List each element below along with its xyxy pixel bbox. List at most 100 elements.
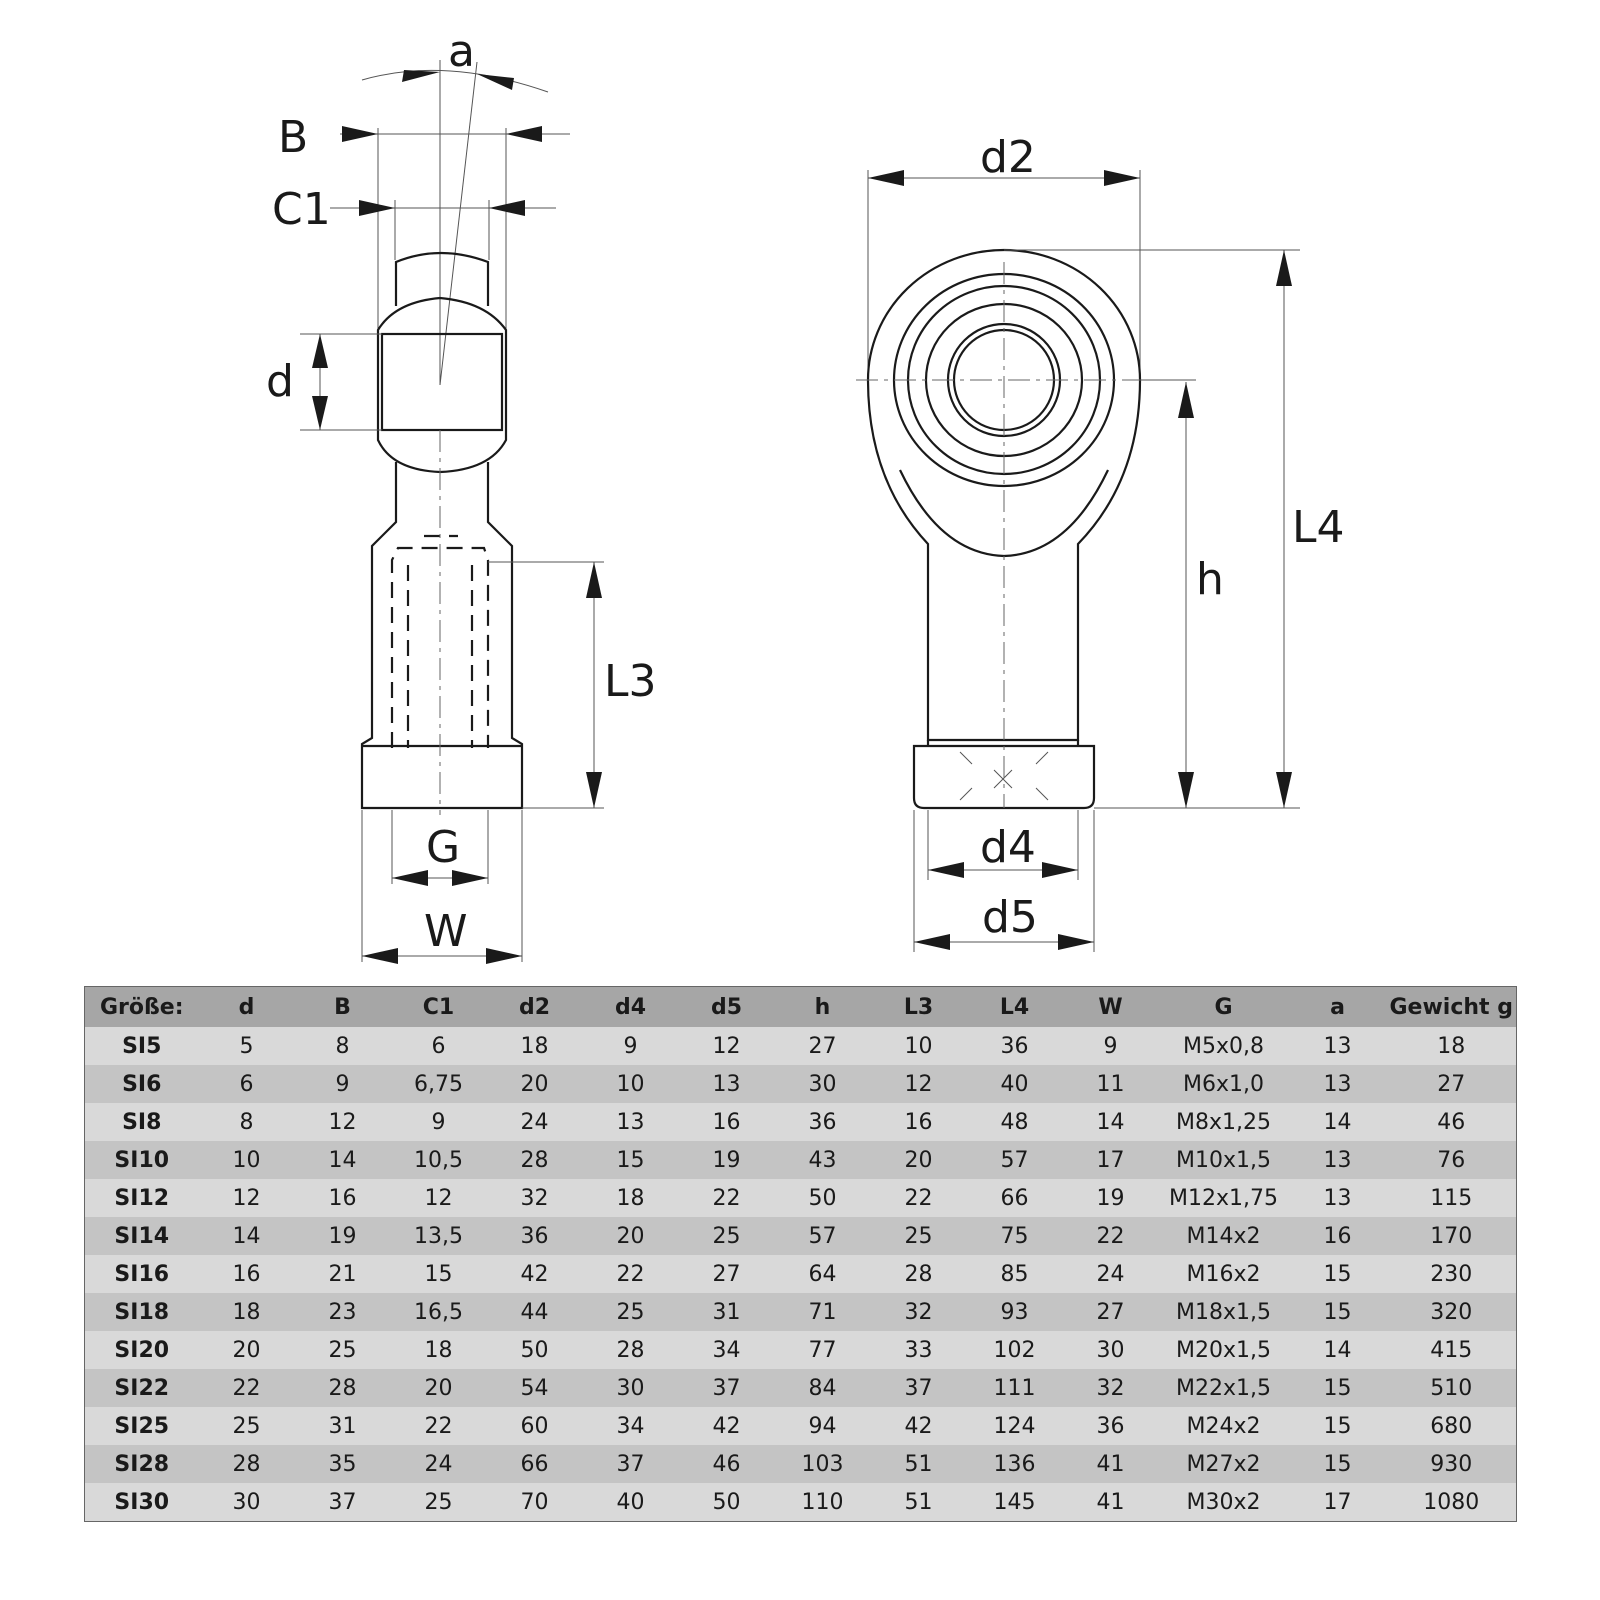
table-cell: 41: [1062, 1483, 1159, 1522]
table-cell: 33: [870, 1331, 967, 1369]
table-cell: M14x2: [1158, 1217, 1289, 1255]
table-cell: 10: [582, 1065, 679, 1103]
table-cell: 22: [582, 1255, 679, 1293]
table-cell: 6: [390, 1027, 487, 1065]
table-cell: 12: [294, 1103, 391, 1141]
table-cell: 6: [198, 1065, 295, 1103]
table-cell: 25: [390, 1483, 487, 1522]
table-cell: 15: [390, 1255, 487, 1293]
table-cell: 930: [1386, 1445, 1517, 1483]
table-cell: 94: [774, 1407, 871, 1445]
label-d2: d2: [980, 132, 1036, 183]
table-cell: 10: [198, 1141, 295, 1179]
front-view: d2 h L4 d4 d5: [856, 132, 1345, 952]
table-cell: M24x2: [1158, 1407, 1289, 1445]
table-cell: 50: [486, 1331, 583, 1369]
table-cell-size: SI20: [84, 1331, 199, 1369]
header-B: B: [294, 986, 391, 1027]
label-L3: L3: [604, 656, 657, 707]
table-cell: 16: [678, 1103, 775, 1141]
table-cell: 103: [774, 1445, 871, 1483]
table-cell: 37: [582, 1445, 679, 1483]
table-cell: 37: [870, 1369, 967, 1407]
table-cell: M22x1,5: [1158, 1369, 1289, 1407]
table-cell: 22: [198, 1369, 295, 1407]
table-cell: 46: [1386, 1103, 1517, 1141]
table-cell-size: SI18: [84, 1293, 199, 1331]
table-cell: 9: [582, 1027, 679, 1065]
table-cell: 9: [1062, 1027, 1159, 1065]
label-d4: d4: [980, 822, 1036, 873]
table-cell-size: SI12: [84, 1179, 199, 1217]
table-cell-size: SI16: [84, 1255, 199, 1293]
table-cell: 93: [966, 1293, 1063, 1331]
table-cell: 15: [1288, 1407, 1387, 1445]
table-cell: 21: [294, 1255, 391, 1293]
table-cell: 34: [582, 1407, 679, 1445]
table-cell: 28: [486, 1141, 583, 1179]
table-cell: 28: [198, 1445, 295, 1483]
header-G: G: [1158, 986, 1289, 1027]
table-cell: 27: [1386, 1065, 1517, 1103]
header-L4: L4: [966, 986, 1063, 1027]
table-cell: 20: [582, 1217, 679, 1255]
table-cell: 28: [294, 1369, 391, 1407]
table-cell: M16x2: [1158, 1255, 1289, 1293]
header-weight: Gewicht g: [1386, 986, 1517, 1027]
table-cell: 27: [1062, 1293, 1159, 1331]
table-cell: 15: [1288, 1255, 1387, 1293]
table-cell: 36: [966, 1027, 1063, 1065]
table-cell: 42: [678, 1407, 775, 1445]
table-cell: 8: [294, 1027, 391, 1065]
table-cell: 41: [1062, 1445, 1159, 1483]
table-cell: 102: [966, 1331, 1063, 1369]
table-cell: 14: [1288, 1103, 1387, 1141]
table-cell: 13: [1288, 1179, 1387, 1217]
table-cell: 48: [966, 1103, 1063, 1141]
table-cell: 13,5: [390, 1217, 487, 1255]
table-cell: 415: [1386, 1331, 1517, 1369]
table-cell: 23: [294, 1293, 391, 1331]
table-cell: 13: [1288, 1141, 1387, 1179]
table-cell-size: SI25: [84, 1407, 199, 1445]
table-cell: 57: [966, 1141, 1063, 1179]
table-cell: 111: [966, 1369, 1063, 1407]
table-cell: 16: [198, 1255, 295, 1293]
table-cell: 12: [678, 1027, 775, 1065]
table-cell-size: SI30: [84, 1483, 199, 1522]
table-cell: 25: [678, 1217, 775, 1255]
table-cell: 22: [390, 1407, 487, 1445]
table-cell: 19: [294, 1217, 391, 1255]
table-cell: 510: [1386, 1369, 1517, 1407]
table-cell: 30: [774, 1065, 871, 1103]
table-cell: 230: [1386, 1255, 1517, 1293]
table-cell: 12: [198, 1179, 295, 1217]
table-cell: 16: [870, 1103, 967, 1141]
table-cell: 46: [678, 1445, 775, 1483]
dimension-table: Größe: d B C1 d2 d4 d5 h L3 L4 W G a Gew…: [84, 986, 1517, 1522]
table-cell: 18: [582, 1179, 679, 1217]
table-cell: 25: [294, 1331, 391, 1369]
table-cell: 18: [198, 1293, 295, 1331]
table-cell: 5: [198, 1027, 295, 1065]
table-cell: 12: [870, 1065, 967, 1103]
table-cell: 30: [1062, 1331, 1159, 1369]
table-cell: 24: [390, 1445, 487, 1483]
table-cell: 60: [486, 1407, 583, 1445]
table-cell: 22: [870, 1179, 967, 1217]
table-cell: 10,5: [390, 1141, 487, 1179]
table-cell: 20: [198, 1331, 295, 1369]
table-cell-size: SI22: [84, 1369, 199, 1407]
table-cell: 34: [678, 1331, 775, 1369]
table-cell: 11: [1062, 1065, 1159, 1103]
table-cell: 16,5: [390, 1293, 487, 1331]
